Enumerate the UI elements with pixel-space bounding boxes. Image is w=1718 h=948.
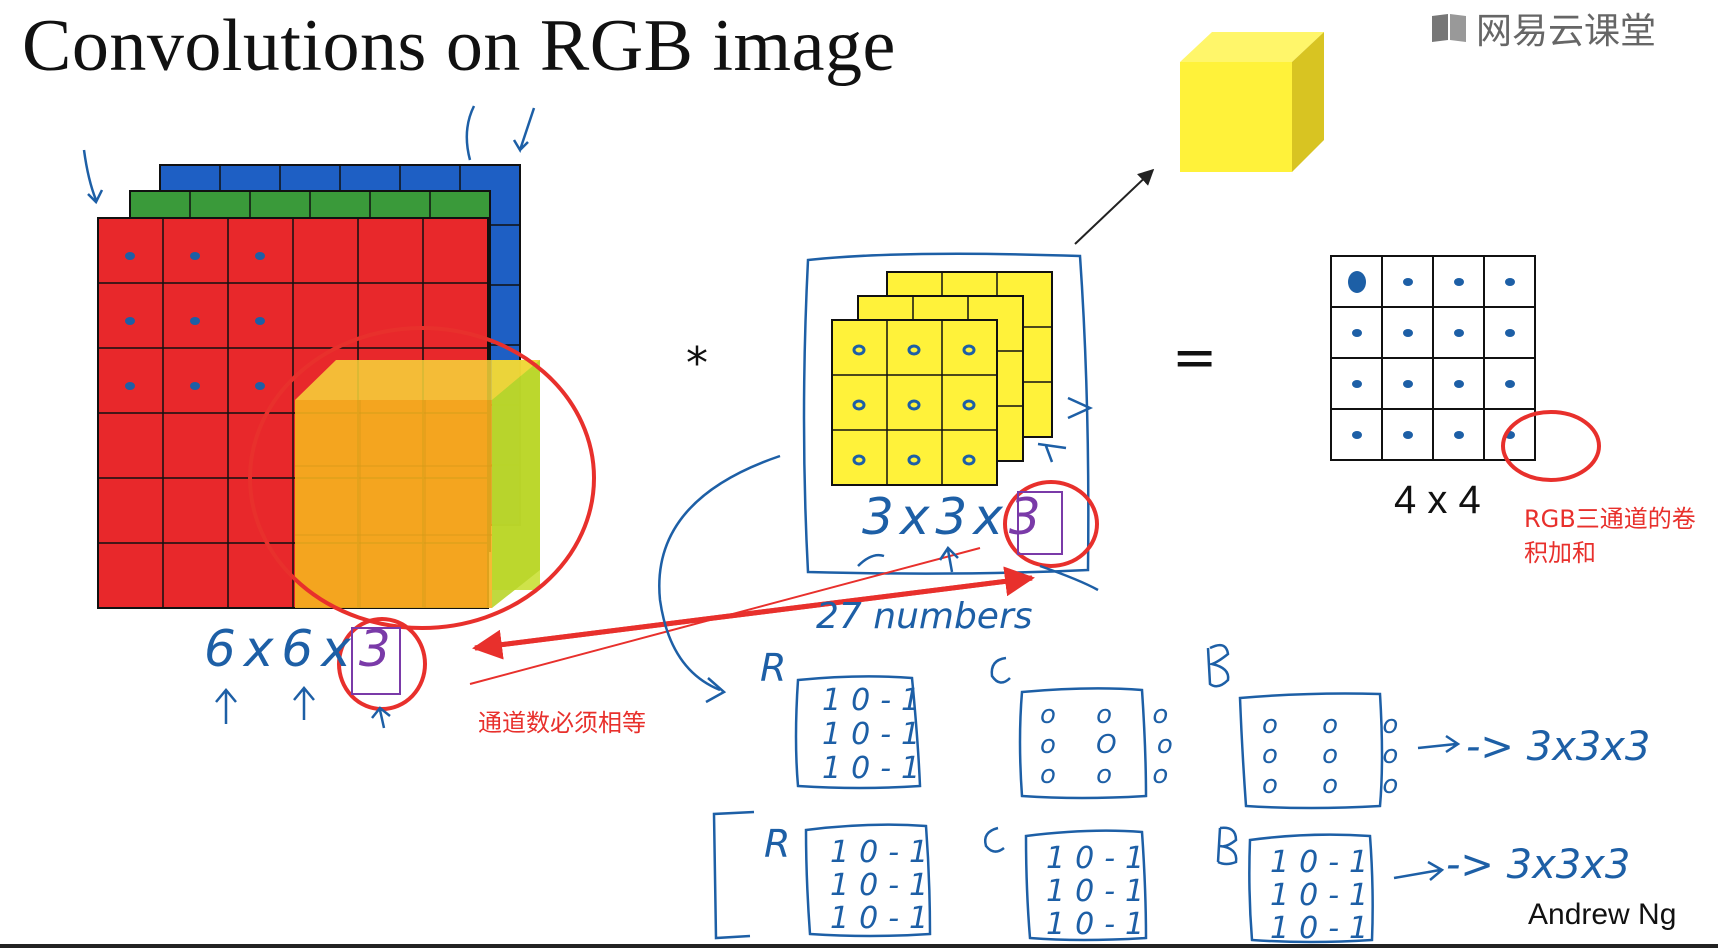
book-icon <box>1432 14 1466 42</box>
input-highlight-circle <box>248 326 596 630</box>
filter-dim-channels: 3 <box>1008 488 1041 546</box>
input-hand-arrows <box>82 105 536 205</box>
filter-dim-height: 3 <box>862 488 894 546</box>
input-dim-sep1: x <box>243 620 274 678</box>
filter-overlay-on-input <box>295 360 540 608</box>
example-row2-label-r: R <box>764 822 791 866</box>
filter-dims-label: 3 x 3 x 3 <box>862 488 1041 546</box>
filter-dim-sep2: x <box>973 488 1003 546</box>
example-row2-matrix-g: 10-1 10-1 10-1 <box>1046 841 1155 942</box>
filter-volume <box>831 271 1053 486</box>
filter-count-label: 27 numbers <box>816 596 1033 637</box>
output-dims-label: 4 x 4 <box>1394 478 1481 522</box>
brand-name: 网易云课堂 <box>1476 10 1657 51</box>
brand-logo: 网易云课堂 <box>1430 2 1656 54</box>
dim-up-arrows <box>215 546 959 729</box>
input-dim-width: 6 <box>281 620 314 678</box>
filter-dim-sep1: x <box>899 488 930 546</box>
example-row1-label-r: R <box>760 646 787 690</box>
example-row2-matrix-r: 10-1 10-1 10-1 <box>830 835 939 936</box>
example-row2-matrix-b: 10-1 10-1 10-1 <box>1270 845 1379 946</box>
input-dots <box>125 252 265 390</box>
slide-title: Convolutions on RGB image <box>22 5 896 87</box>
input-dim-channels: 3 <box>358 620 391 678</box>
bottom-divider <box>0 944 1718 948</box>
filter-channel-circle <box>1003 480 1099 568</box>
input-dim-sep2: x <box>321 620 351 678</box>
multiply-operator: * <box>686 338 708 389</box>
input-dims-label: 6 x 6 x 3 <box>204 620 391 678</box>
author-credit: Andrew Ng <box>1528 898 1677 931</box>
annotation-rgb-sum-line1: RGB三通道的卷 <box>1524 505 1696 533</box>
annotation-rgb-sum-line2: 积加和 <box>1524 539 1596 567</box>
equals-operator: = <box>1172 326 1218 389</box>
filter-handdrawn-box <box>802 252 1090 575</box>
example-row1-matrix-r: 10-1 10-1 10-1 <box>822 683 931 786</box>
filter-examples-row1 <box>794 675 1461 810</box>
filter-examples-row2 <box>712 810 1445 944</box>
output-cell-circle <box>1501 410 1601 482</box>
example-row2-result: -> 3x3x3 <box>1446 842 1631 888</box>
annotation-channels-equal: 通道数必须相等 <box>478 709 646 737</box>
input-dim-height: 6 <box>204 620 236 678</box>
output-cube-icon <box>1180 32 1324 172</box>
example-row1-result: -> 3x3x3 <box>1466 724 1651 770</box>
filter-dots <box>852 344 976 466</box>
filter-dim-width: 3 <box>935 488 968 546</box>
output-grid <box>1330 255 1536 461</box>
